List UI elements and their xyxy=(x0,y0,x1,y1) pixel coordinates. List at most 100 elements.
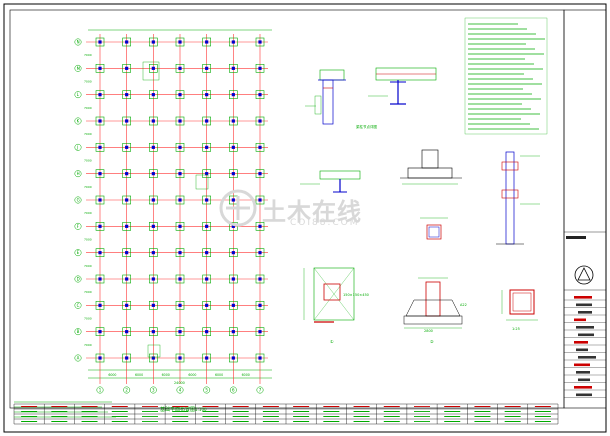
footing-A3 xyxy=(149,353,158,363)
column-L7 xyxy=(258,93,262,97)
row-axis-bubble-H xyxy=(74,170,82,178)
column-G6 xyxy=(231,198,235,202)
footing-M1 xyxy=(95,64,105,73)
footing-B3 xyxy=(149,327,158,336)
footing-E3 xyxy=(149,248,158,257)
row-axis-bubble-J xyxy=(74,143,82,151)
general-notes xyxy=(464,17,548,135)
col-axis-label-3: 3 xyxy=(152,388,155,393)
column-F2 xyxy=(125,224,129,228)
footing-M4 xyxy=(175,64,185,73)
column-A3 xyxy=(151,356,155,360)
row-axis-label-J: J xyxy=(76,145,78,150)
column-J2 xyxy=(125,145,129,149)
col-axis-label-6: 6 xyxy=(232,388,235,393)
footing-C2 xyxy=(122,301,131,310)
bay-dim-6: 6000 xyxy=(242,373,250,377)
row-axis-bubble-G xyxy=(74,196,82,204)
dim-b: 2800 xyxy=(424,329,433,333)
detail-beam-section xyxy=(300,170,361,193)
footing-B7 xyxy=(255,327,265,336)
footing-K1 xyxy=(95,116,105,126)
row-axis-label-F: F xyxy=(77,224,80,229)
row-axis-label-K: K xyxy=(77,119,80,124)
footing-H1 xyxy=(95,169,105,178)
row-axis-label-B: B xyxy=(77,329,80,334)
footing-A6 xyxy=(229,353,238,363)
footing-A5 xyxy=(202,353,211,363)
footing-M2 xyxy=(122,64,131,73)
footing-M3 xyxy=(149,64,158,73)
title-block-field xyxy=(576,371,590,374)
bay-dim-2: 6000 xyxy=(135,373,143,377)
bay-dim-5: 6000 xyxy=(215,373,223,377)
company-logo-icon xyxy=(574,265,594,285)
column-N3 xyxy=(151,40,155,44)
footing-J1 xyxy=(95,143,105,152)
footing-J7 xyxy=(255,143,265,152)
footing-H7 xyxy=(255,169,265,178)
footing-K7 xyxy=(255,116,265,126)
footing-A2 xyxy=(122,353,131,363)
row-axis-label-H: H xyxy=(77,171,80,176)
column-G3 xyxy=(151,198,155,202)
column-H5 xyxy=(205,172,209,176)
row-dim-6: 7000 xyxy=(84,185,92,189)
row-axis-bubble-B xyxy=(74,328,82,336)
footing-K4 xyxy=(175,116,185,126)
footing-H4 xyxy=(175,169,185,178)
footing-B5 xyxy=(202,327,211,336)
title-block-field xyxy=(574,341,588,344)
title-block-field xyxy=(576,303,592,307)
column-M2 xyxy=(125,66,129,70)
column-K6 xyxy=(231,119,235,123)
column-F1 xyxy=(98,224,102,228)
footing-B1 xyxy=(95,327,105,336)
column-J1 xyxy=(98,145,102,149)
column-C1 xyxy=(98,303,102,307)
column-C3 xyxy=(151,303,155,307)
bay-dim-1: 6000 xyxy=(108,373,116,377)
footing-G7 xyxy=(255,195,265,205)
column-M1 xyxy=(98,66,102,70)
title-block-field xyxy=(576,326,594,329)
column-J7 xyxy=(258,145,262,149)
footing-E1 xyxy=(95,248,105,257)
column-A5 xyxy=(205,356,209,360)
column-G4 xyxy=(178,198,182,202)
col-axis-bubble-5 xyxy=(203,386,211,394)
column-E1 xyxy=(98,251,102,255)
column-C5 xyxy=(205,303,209,307)
column-G5 xyxy=(205,198,209,202)
plan-scale: 1:100 xyxy=(195,407,207,412)
column-F5 xyxy=(205,224,209,228)
col-axis-bubble-4 xyxy=(176,386,184,394)
footing-B2 xyxy=(122,327,131,336)
footing-M6 xyxy=(229,64,238,73)
column-D2 xyxy=(125,277,129,281)
footing-L2 xyxy=(122,90,131,99)
footing-C6 xyxy=(229,301,238,310)
column-B2 xyxy=(125,330,129,334)
row-axis-bubble-C xyxy=(74,301,82,309)
column-E3 xyxy=(151,251,155,255)
column-N2 xyxy=(125,40,129,44)
footing-C4 xyxy=(175,301,185,310)
row-dim-2: 7000 xyxy=(84,80,92,84)
footing-J6 xyxy=(229,143,238,152)
foundation-schedule-table xyxy=(13,403,559,425)
footing-E2 xyxy=(122,248,131,257)
row-axis-label-C: C xyxy=(77,303,80,308)
column-J4 xyxy=(178,145,182,149)
col-axis-label-1: 1 xyxy=(99,388,102,393)
footing-L7 xyxy=(255,90,265,99)
column-E2 xyxy=(125,251,129,255)
footing-G1 xyxy=(95,195,105,205)
column-C7 xyxy=(258,303,262,307)
column-C6 xyxy=(231,303,235,307)
column-N5 xyxy=(205,40,209,44)
column-E4 xyxy=(178,251,182,255)
total-width-dim: 24000 xyxy=(174,381,185,385)
column-H4 xyxy=(178,172,182,176)
footing-C1 xyxy=(95,301,105,310)
